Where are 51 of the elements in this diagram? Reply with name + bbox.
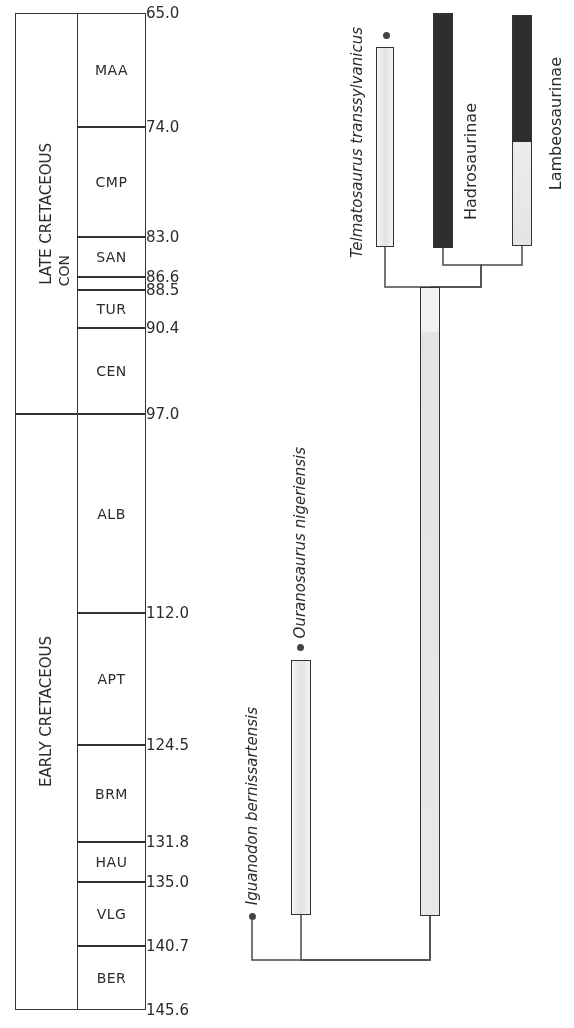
stage-label: CMP — [95, 174, 128, 190]
range-bar — [376, 47, 394, 247]
stage-label: MAA — [94, 62, 129, 78]
age-label: 131.8 — [146, 833, 189, 851]
range-bar — [420, 287, 440, 916]
age-label: 124.5 — [146, 736, 189, 754]
stage-label: VLG — [96, 906, 127, 922]
age-label: 112.0 — [146, 604, 189, 622]
branch-line — [300, 914, 431, 961]
age-label: 65.0 — [146, 4, 180, 22]
stage-label: TUR — [96, 301, 127, 317]
stage-cell — [77, 290, 146, 328]
stage-label: ALB — [97, 505, 126, 522]
stage-cell — [77, 842, 146, 882]
stage-cell — [77, 946, 146, 1010]
stage-cell — [77, 127, 146, 237]
stage-label: SAN — [96, 249, 127, 265]
stage-cell — [77, 745, 146, 842]
stage-cell — [77, 414, 146, 613]
epoch-column — [15, 13, 78, 414]
taxon-label: Ouranosaurus nigeriensis — [291, 446, 309, 638]
stage-label: APT — [97, 671, 126, 687]
taxon-label: Hadrosaurinae — [462, 102, 480, 220]
epoch-label: EARLY CRETACEOUS — [38, 636, 55, 788]
range-bar — [433, 13, 453, 248]
stage-cell — [77, 613, 146, 745]
range-bar — [512, 15, 532, 246]
age-label: 74.0 — [146, 118, 180, 136]
age-label: 145.6 — [146, 1001, 189, 1019]
age-label: 83.0 — [146, 228, 180, 246]
taxon-label: Telmatosaurus transsylvanicus — [348, 26, 366, 258]
stage-label: CEN — [96, 363, 127, 379]
taxon-label: Iguanodon bernissartensis — [243, 706, 261, 905]
stage-label: CON — [57, 255, 73, 287]
stage-cell — [77, 328, 146, 414]
age-label: 90.4 — [146, 319, 180, 337]
epoch-column — [15, 414, 78, 1010]
stage-label: HAU — [95, 854, 128, 870]
epoch-label: LATE CRETACEOUS — [38, 142, 55, 285]
age-label: 135.0 — [146, 873, 189, 891]
taxon-label: Lambeosaurinae — [547, 56, 565, 190]
stage-cell — [77, 13, 146, 127]
range-bar — [291, 660, 311, 915]
age-label: 140.7 — [146, 937, 189, 955]
stage-cell — [77, 237, 146, 277]
stage-cell — [77, 277, 146, 290]
stage-label: BRM — [95, 785, 128, 802]
stage-cell — [77, 882, 146, 946]
age-label: 97.0 — [146, 405, 180, 423]
stage-label: BER — [96, 970, 127, 986]
age-label: 88.5 — [146, 281, 180, 299]
